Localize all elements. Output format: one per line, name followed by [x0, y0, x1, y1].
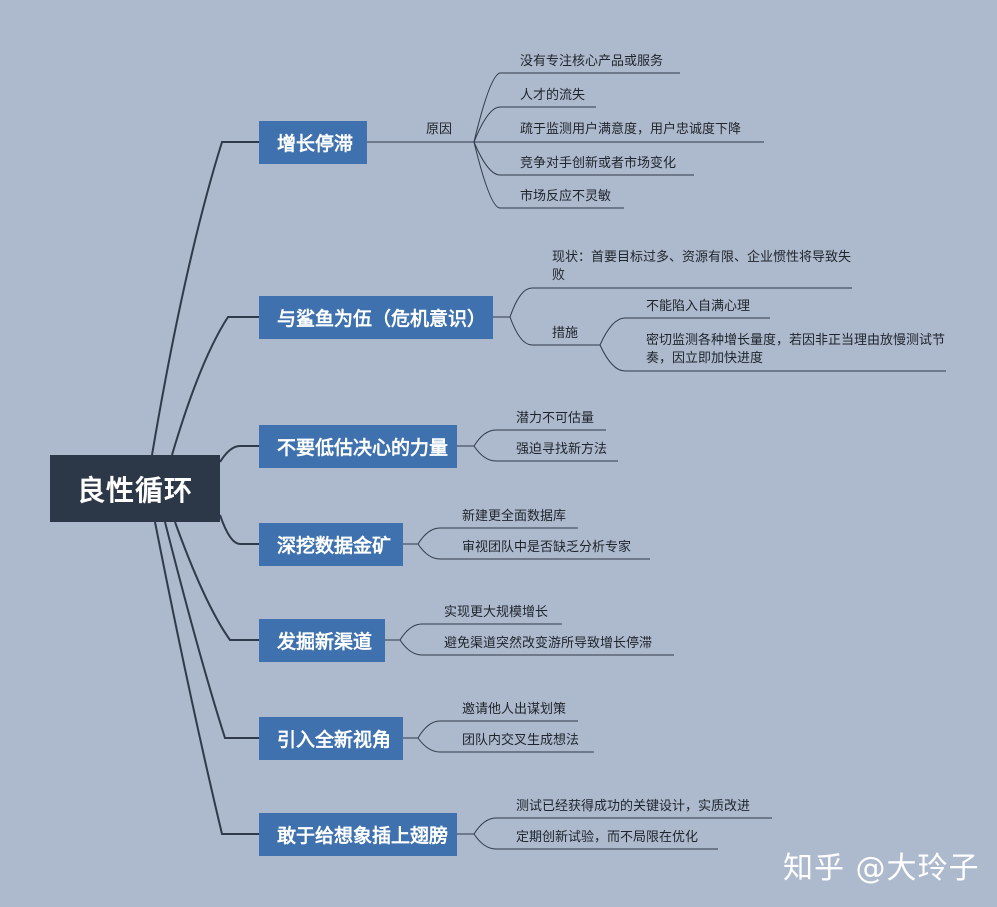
leaf-b1-5[interactable]: 市场反应不灵敏	[520, 189, 612, 204]
leaf-b3-1[interactable]: 潜力不可估量	[516, 411, 595, 426]
connector-root-branch-3	[219, 445, 259, 463]
topic-crisis-awareness[interactable]: 与鲨鱼为伍（危机意识）	[259, 296, 493, 339]
connector-root-branch-6	[164, 521, 259, 739]
connector-b4-leaf-2	[417, 543, 650, 560]
connector-b3-leaf-1	[457, 429, 606, 447]
leaf-b5-1[interactable]: 实现更大规模增长	[444, 605, 549, 620]
connector-b7-leaf-1	[457, 817, 772, 835]
connector-b7-leaf-2	[473, 833, 718, 850]
connector-b4-leaf-1	[403, 527, 578, 545]
connector-root-branch-5	[174, 521, 259, 641]
root-node[interactable]: 良性循环	[50, 455, 220, 522]
leaf-b1-1[interactable]: 没有专注核心产品或服务	[520, 54, 664, 69]
connector-b6-leaf-1	[403, 720, 578, 739]
connector-b1-leaf-2	[473, 106, 596, 143]
leaf-b4-1[interactable]: 新建更全面数据库	[462, 509, 567, 524]
topic-new-perspective[interactable]: 引入全新视角	[259, 717, 403, 760]
leaf-b6-1[interactable]: 邀请他人出谋划策	[462, 702, 567, 717]
connector-b5-leaf-1	[385, 623, 562, 641]
topic-determination[interactable]: 不要低估决心的力量	[259, 425, 457, 468]
leaf-b4-2[interactable]: 审视团队中是否缺乏分析专家	[462, 540, 632, 555]
leaf-b5-2[interactable]: 避免渠道突然改变游所导致增长停滞	[444, 636, 653, 651]
connector-root-branch-2	[171, 316, 259, 456]
leaf-b3-2[interactable]: 强迫寻找新方法	[516, 442, 608, 457]
leaf-b1-3[interactable]: 疏于监测用户满意度，用户忠诚度下降	[520, 122, 742, 137]
connector-b3-leaf-2	[473, 445, 618, 462]
connector-b2-measure	[509, 316, 600, 346]
connector-b2-m2	[599, 344, 946, 372]
subtopic-measures[interactable]: 措施	[552, 326, 579, 341]
connector-b6-leaf-2	[417, 737, 594, 753]
leaf-b1-4[interactable]: 竞争对手创新或者市场变化	[520, 156, 677, 171]
connector-root-branch-4	[219, 514, 259, 545]
topic-data-mining[interactable]: 深挖数据金矿	[259, 523, 403, 566]
connector-b1-leaf-1	[473, 72, 680, 143]
connector-b5-leaf-2	[399, 639, 674, 656]
topic-imagination[interactable]: 敢于给想象插上翅膀	[259, 813, 457, 856]
connector-root-branch-1	[151, 141, 259, 456]
leaf-b7-2[interactable]: 定期创新试验，而不局限在优化	[516, 830, 699, 845]
connector-b1-leaf-5	[473, 141, 624, 209]
leaf-b7-1[interactable]: 测试已经获得成功的关键设计，实质改进	[516, 799, 751, 814]
connector-root-branch-7	[154, 521, 259, 835]
topic-growth-stagnation[interactable]: 增长停滞	[259, 121, 367, 164]
leaf-b2-measure-1[interactable]: 不能陷入自满心理	[646, 299, 751, 314]
connector-b1-leaf-4	[473, 141, 694, 176]
connector-b2-m1	[599, 317, 770, 346]
leaf-b2-status[interactable]: 现状：首要目标过多、资源有限、企业惯性将导致失败	[552, 250, 852, 283]
watermark-text: 知乎 @大玲子	[783, 851, 980, 886]
leaf-b2-measure-2[interactable]: 密切监测各种增长量度，若因非正当理由放慢测试节奏，因立即加快进度	[646, 333, 946, 366]
subtopic-reason[interactable]: 原因	[426, 122, 453, 137]
connector-b2-status	[493, 287, 852, 318]
topic-new-channels[interactable]: 发掘新渠道	[259, 619, 385, 662]
leaf-b1-2[interactable]: 人才的流失	[520, 88, 586, 103]
leaf-b6-2[interactable]: 团队内交叉生成想法	[462, 733, 580, 748]
